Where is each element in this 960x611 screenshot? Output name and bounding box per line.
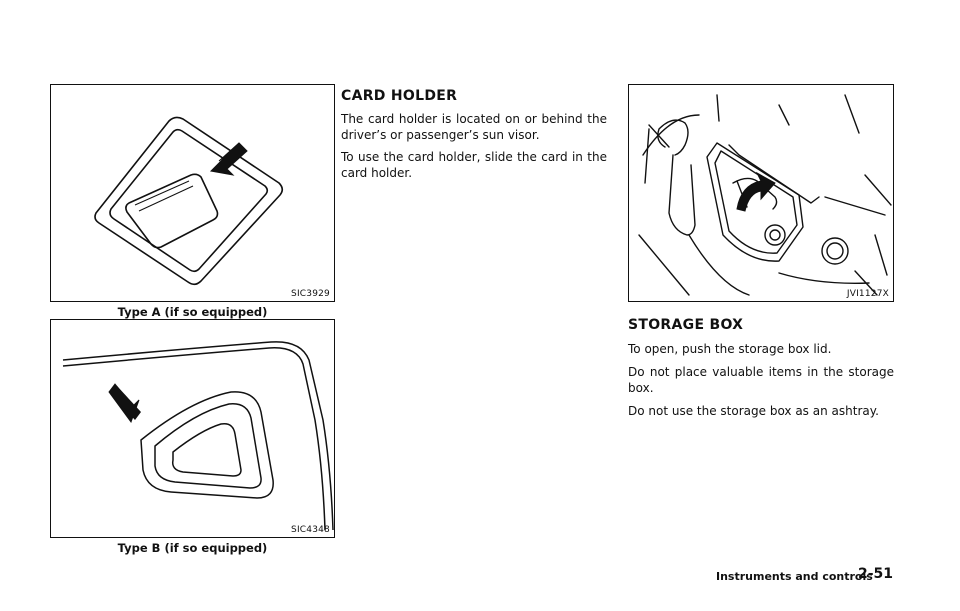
- section-heading-storage-box: STORAGE BOX: [628, 317, 744, 333]
- figure-type-b: SIC4348: [50, 319, 335, 538]
- card-holder-paragraph: The card holder is located on or behind …: [341, 112, 607, 142]
- arrow-icon: [736, 171, 776, 212]
- type-a-illustration: [94, 116, 284, 286]
- figure-storage-box: JVI1127X: [628, 84, 894, 302]
- figure-caption: Type A (if so equipped): [117, 305, 268, 319]
- type-b-illustration: [62, 341, 334, 531]
- storage-box-illustration: [638, 94, 892, 296]
- storage-box-paragraph: Do not use the storage box as an ashtray…: [628, 404, 879, 418]
- storage-box-paragraph: Do not place valuable items in the stora…: [628, 365, 894, 395]
- arrow-icon: [209, 142, 248, 176]
- page-number: 2-51: [858, 566, 894, 582]
- figure-code: SIC3929: [291, 289, 330, 299]
- figure-caption: Type B (if so equipped): [117, 541, 268, 555]
- figure-code: SIC4348: [291, 525, 330, 535]
- storage-box-paragraph: To open, push the storage box lid.: [628, 342, 832, 356]
- card-holder-paragraph: To use the card holder, slide the card i…: [341, 150, 607, 180]
- footer-section-title: Instruments and controls: [716, 570, 873, 583]
- figure-code: JVI1127X: [846, 289, 889, 299]
- figure-type-a: SIC3929: [50, 84, 335, 302]
- section-heading-card-holder: CARD HOLDER: [341, 88, 458, 104]
